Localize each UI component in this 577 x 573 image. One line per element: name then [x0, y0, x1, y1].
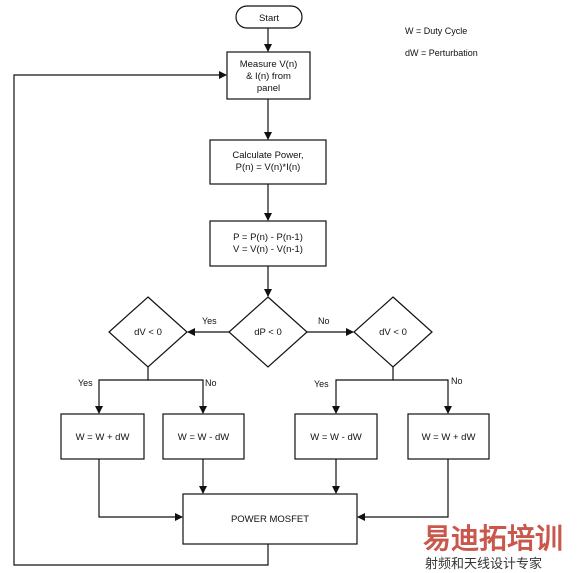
measure-box: Measure V(n) & I(n) from panel	[226, 51, 311, 100]
legend-duty-cycle: W = Duty Cycle	[405, 26, 467, 36]
measure-line-3: panel	[257, 83, 280, 94]
box-w-plus-right-label: W = W + dW	[422, 432, 476, 443]
dv-right-label: dV < 0	[379, 327, 407, 338]
measure-line-1: Measure V(n)	[240, 59, 298, 70]
dv-left-label: dV < 0	[134, 327, 162, 338]
watermark-tagline: 射频和天线设计专家	[425, 556, 542, 572]
calc-power-box: Calculate Power, P(n) = V(n)*I(n)	[209, 139, 327, 185]
box-w-minus-left-label: W = W - dW	[178, 432, 229, 443]
deltas-box: P = P(n) - P(n-1) V = V(n) - V(n-1)	[209, 220, 327, 267]
box-w-minus-right-label: W = W - dW	[310, 432, 361, 443]
dp-label: dP < 0	[254, 327, 282, 338]
power-mosfet-label: POWER MOSFET	[231, 514, 309, 525]
edge-labels: Yes No Yes No Yes No	[78, 316, 463, 389]
start-label: Start	[259, 13, 279, 24]
edge-right-no	[393, 379, 452, 414]
dv-left-decision: dV < 0	[108, 296, 188, 368]
box-w-minus-left: W = W - dW	[162, 413, 245, 460]
dp-decision: dP < 0	[228, 296, 308, 368]
watermark-brand: 易迪拓培训	[423, 522, 563, 555]
edge-left-yes	[95, 367, 149, 414]
box-w-plus-right: W = W + dW	[407, 413, 490, 460]
legend: W = Duty Cycle dW = Perturbation	[405, 26, 478, 58]
edge-label-right-yes: Yes	[314, 379, 329, 389]
box-w-plus-left: W = W + dW	[60, 413, 145, 460]
box-w-minus-right: W = W - dW	[294, 413, 378, 460]
measure-line-2: & I(n) from	[246, 71, 291, 82]
edge-label-dp-no: No	[318, 316, 330, 326]
edge-feedback-loop	[13, 71, 269, 566]
edge-right-yes	[332, 367, 394, 414]
start-node: Start	[235, 5, 303, 29]
box-w-plus-left-label: W = W + dW	[76, 432, 130, 443]
edge-label-left-yes: Yes	[78, 378, 93, 388]
watermark: 易迪拓培训 射频和天线设计专家	[423, 522, 563, 572]
deltas-line-1: P = P(n) - P(n-1)	[233, 232, 303, 243]
edge-w-plus-left-mosfet	[98, 459, 183, 521]
edge-w-plus-right-mosfet	[357, 459, 449, 521]
calc-power-line-2: P(n) = V(n)*I(n)	[236, 162, 301, 173]
connectors	[13, 28, 452, 566]
edge-label-left-no: No	[205, 378, 217, 388]
edge-label-right-no: No	[451, 376, 463, 386]
edge-left-no	[148, 379, 207, 414]
power-mosfet-box: POWER MOSFET	[182, 493, 358, 545]
dv-right-decision: dV < 0	[353, 296, 433, 368]
edge-label-dp-yes: Yes	[202, 316, 217, 326]
calc-power-line-1: Calculate Power,	[232, 150, 303, 161]
deltas-line-2: V = V(n) - V(n-1)	[233, 244, 303, 255]
legend-perturbation: dW = Perturbation	[405, 48, 478, 58]
